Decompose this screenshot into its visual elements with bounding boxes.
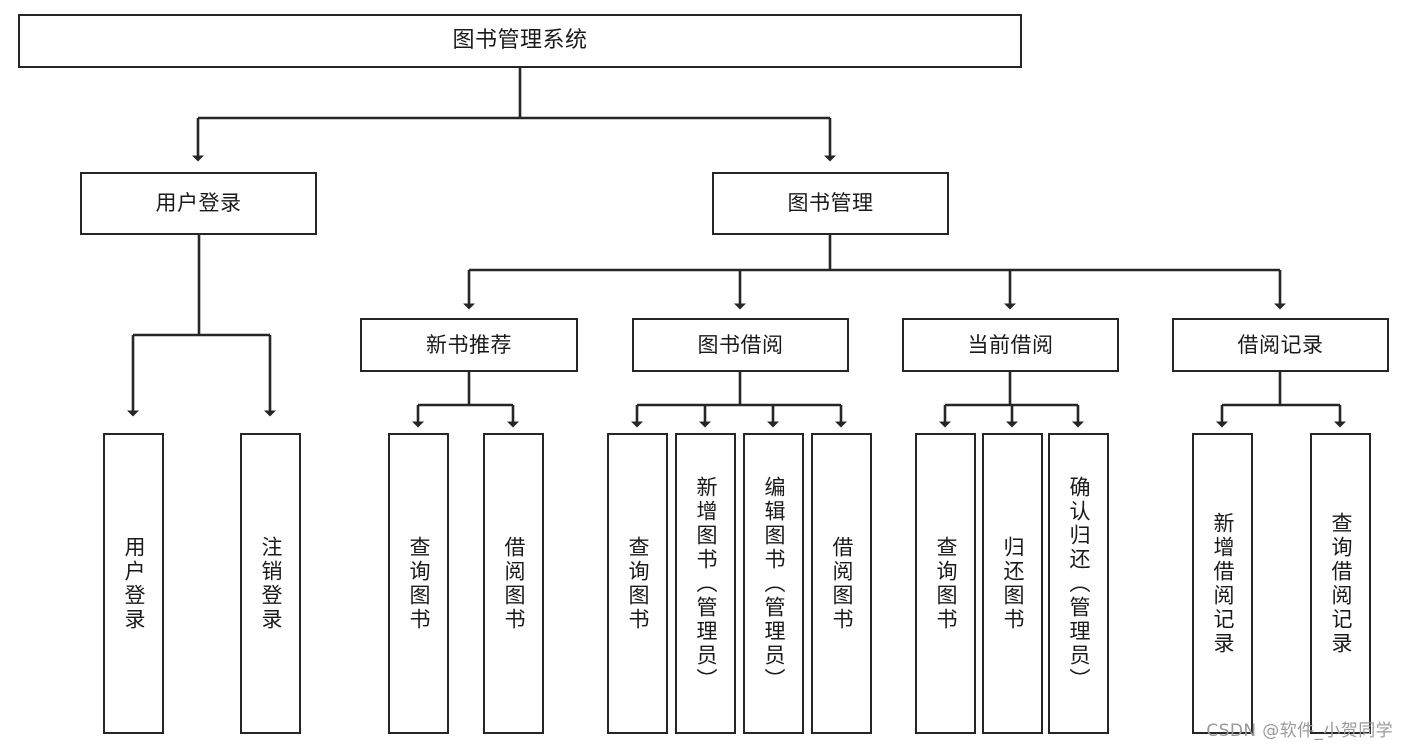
leaf-confirm-return-admin[interactable]: 确认归还（管理员）	[1048, 433, 1109, 734]
node-label: 新增图书（管理员）	[694, 475, 718, 692]
node-label: 借阅图书	[830, 535, 854, 632]
node-label: 图书管理系统	[452, 28, 588, 54]
leaf-return-books[interactable]: 归还图书	[982, 433, 1043, 734]
node-label: 新增借阅记录	[1211, 511, 1235, 656]
node-root-book-management-system[interactable]: 图书管理系统	[18, 14, 1022, 68]
leaf-query-books-recommend[interactable]: 查询图书	[388, 433, 449, 734]
node-current-borrowing[interactable]: 当前借阅	[902, 318, 1119, 372]
leaf-logout[interactable]: 注销登录	[240, 433, 301, 734]
node-label: 借阅记录	[1237, 332, 1324, 357]
node-label: 归还图书	[1001, 535, 1025, 632]
node-book-management[interactable]: 图书管理	[712, 172, 949, 235]
node-label: 图书管理	[787, 191, 874, 216]
leaf-user-login[interactable]: 用户登录	[103, 433, 164, 734]
leaf-query-books-current[interactable]: 查询图书	[915, 433, 976, 734]
node-label: 查询图书	[626, 535, 650, 632]
leaf-query-borrow-record[interactable]: 查询借阅记录	[1310, 433, 1371, 734]
node-label: 图书借阅	[697, 332, 784, 357]
node-label: 查询图书	[407, 535, 431, 632]
node-label: 当前借阅	[967, 332, 1054, 357]
node-label: 注销登录	[259, 535, 283, 632]
node-label: 编辑图书（管理员）	[762, 475, 786, 692]
node-label: 确认归还（管理员）	[1067, 475, 1091, 692]
leaf-edit-book-admin[interactable]: 编辑图书（管理员）	[743, 433, 804, 734]
node-label: 新书推荐	[426, 332, 512, 357]
node-book-borrowing[interactable]: 图书借阅	[632, 318, 849, 372]
node-borrowing-records[interactable]: 借阅记录	[1172, 318, 1389, 372]
node-label: 查询借阅记录	[1329, 511, 1353, 656]
leaf-borrow-books[interactable]: 借阅图书	[811, 433, 872, 734]
node-new-book-recommendation[interactable]: 新书推荐	[360, 318, 578, 372]
node-label: 用户登录	[155, 191, 242, 216]
leaf-borrow-books-recommend[interactable]: 借阅图书	[483, 433, 544, 734]
node-label: 查询图书	[934, 535, 958, 632]
node-user-login[interactable]: 用户登录	[80, 172, 317, 235]
leaf-query-books-borrow[interactable]: 查询图书	[607, 433, 668, 734]
leaf-add-borrow-record[interactable]: 新增借阅记录	[1192, 433, 1253, 734]
leaf-add-book-admin[interactable]: 新增图书（管理员）	[675, 433, 736, 734]
node-label: 用户登录	[122, 535, 146, 632]
node-label: 借阅图书	[502, 535, 526, 632]
